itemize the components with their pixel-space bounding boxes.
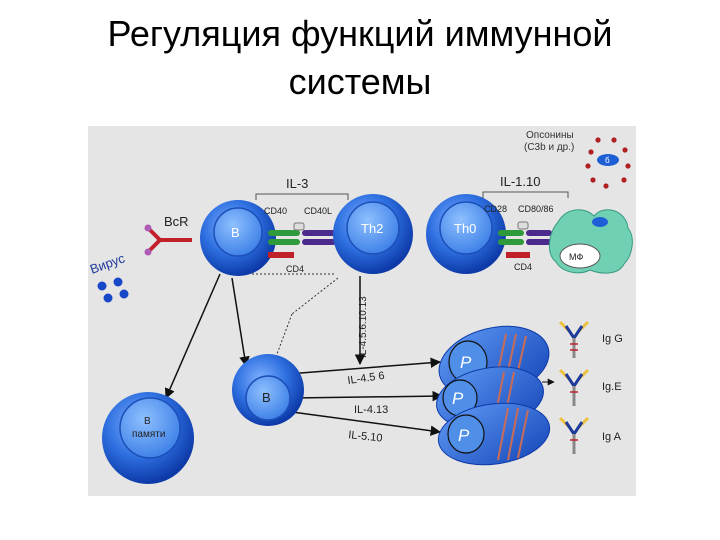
- plasma-cell-3-label: P: [458, 426, 470, 445]
- opsonins-sublabel: (C3b и др.): [524, 142, 574, 153]
- bcr-label: BcR: [164, 214, 189, 229]
- cd28-receptor-icon: [498, 221, 552, 258]
- antigen-icon: [144, 224, 152, 232]
- macrophage-nucleus: [559, 243, 601, 269]
- opsonins-label: Опсонины: [526, 130, 574, 141]
- b-memory-sublabel: памяти: [132, 429, 165, 440]
- il3-bracket: [255, 193, 349, 200]
- b2-cell: [232, 354, 304, 426]
- macrophage-label: MФ: [569, 252, 583, 262]
- il-arrow-label-2: IL-4.13: [354, 404, 388, 416]
- engulfed-bacterium-icon: [592, 217, 608, 227]
- b-cell-label: B: [231, 225, 240, 240]
- bcr-receptor-icon: [148, 228, 192, 252]
- b-memory-label: B: [144, 416, 151, 427]
- cd4-right-label: CD4: [514, 262, 532, 272]
- b-cell: [200, 200, 276, 276]
- plasma-cell-2-label: P: [452, 389, 464, 408]
- feedback-arrows: [252, 273, 339, 363]
- plasma-cell-1-label: P: [460, 353, 472, 372]
- antibody-ige-icon: [558, 368, 590, 406]
- b-memory-cell: [102, 392, 194, 484]
- cd40l-label: CD40L: [304, 206, 332, 216]
- regulation-arrows: [164, 273, 444, 436]
- cd8086-label: CD80/86: [518, 204, 554, 214]
- antibody-iga-icon: [558, 416, 590, 454]
- plasma-cell-3: [437, 402, 551, 466]
- opsonin-dots: [585, 137, 631, 189]
- igg-label: Ig G: [602, 333, 623, 345]
- immune-regulation-diagram: Опсонины (C3b и др.) б Вирус BcR IL-3 B …: [88, 126, 636, 496]
- cd40-label: CD40: [264, 206, 287, 216]
- iga-label: Ig A: [602, 431, 622, 443]
- antibody-igg-icon: [558, 320, 590, 358]
- ige-label: Ig.E: [602, 381, 622, 393]
- bacterium-icon: [597, 154, 619, 166]
- th0-cell: [426, 194, 506, 274]
- b2-cell-label: B: [262, 390, 271, 405]
- cd28-label: CD28: [484, 204, 507, 214]
- slide-title: Регуляция функций иммунной системы: [0, 10, 720, 106]
- il-arrow-label-3: IL-5.10: [348, 429, 383, 445]
- il110-bracket: [482, 191, 569, 198]
- vertical-il-label: IL-4.5.6.10.13: [358, 296, 369, 358]
- antigen-icon: [144, 248, 152, 256]
- il3-label: IL-3: [286, 176, 308, 191]
- slide-title-line2: системы: [288, 61, 432, 102]
- th0-cell-label: Th0: [454, 221, 476, 236]
- il-arrow-label-1: IL-4.5 6: [347, 370, 386, 387]
- th2-cell-label: Th2: [361, 221, 383, 236]
- bacterium-label: б: [605, 156, 610, 165]
- cd4-left-label: CD4: [286, 264, 304, 274]
- slide-title-line1: Регуляция функций иммунной: [107, 13, 613, 54]
- virus-particles: [97, 277, 129, 303]
- th2-cell: [333, 194, 413, 274]
- cd40-receptor-icon: [268, 222, 336, 258]
- il110-label: IL-1.10: [500, 174, 540, 189]
